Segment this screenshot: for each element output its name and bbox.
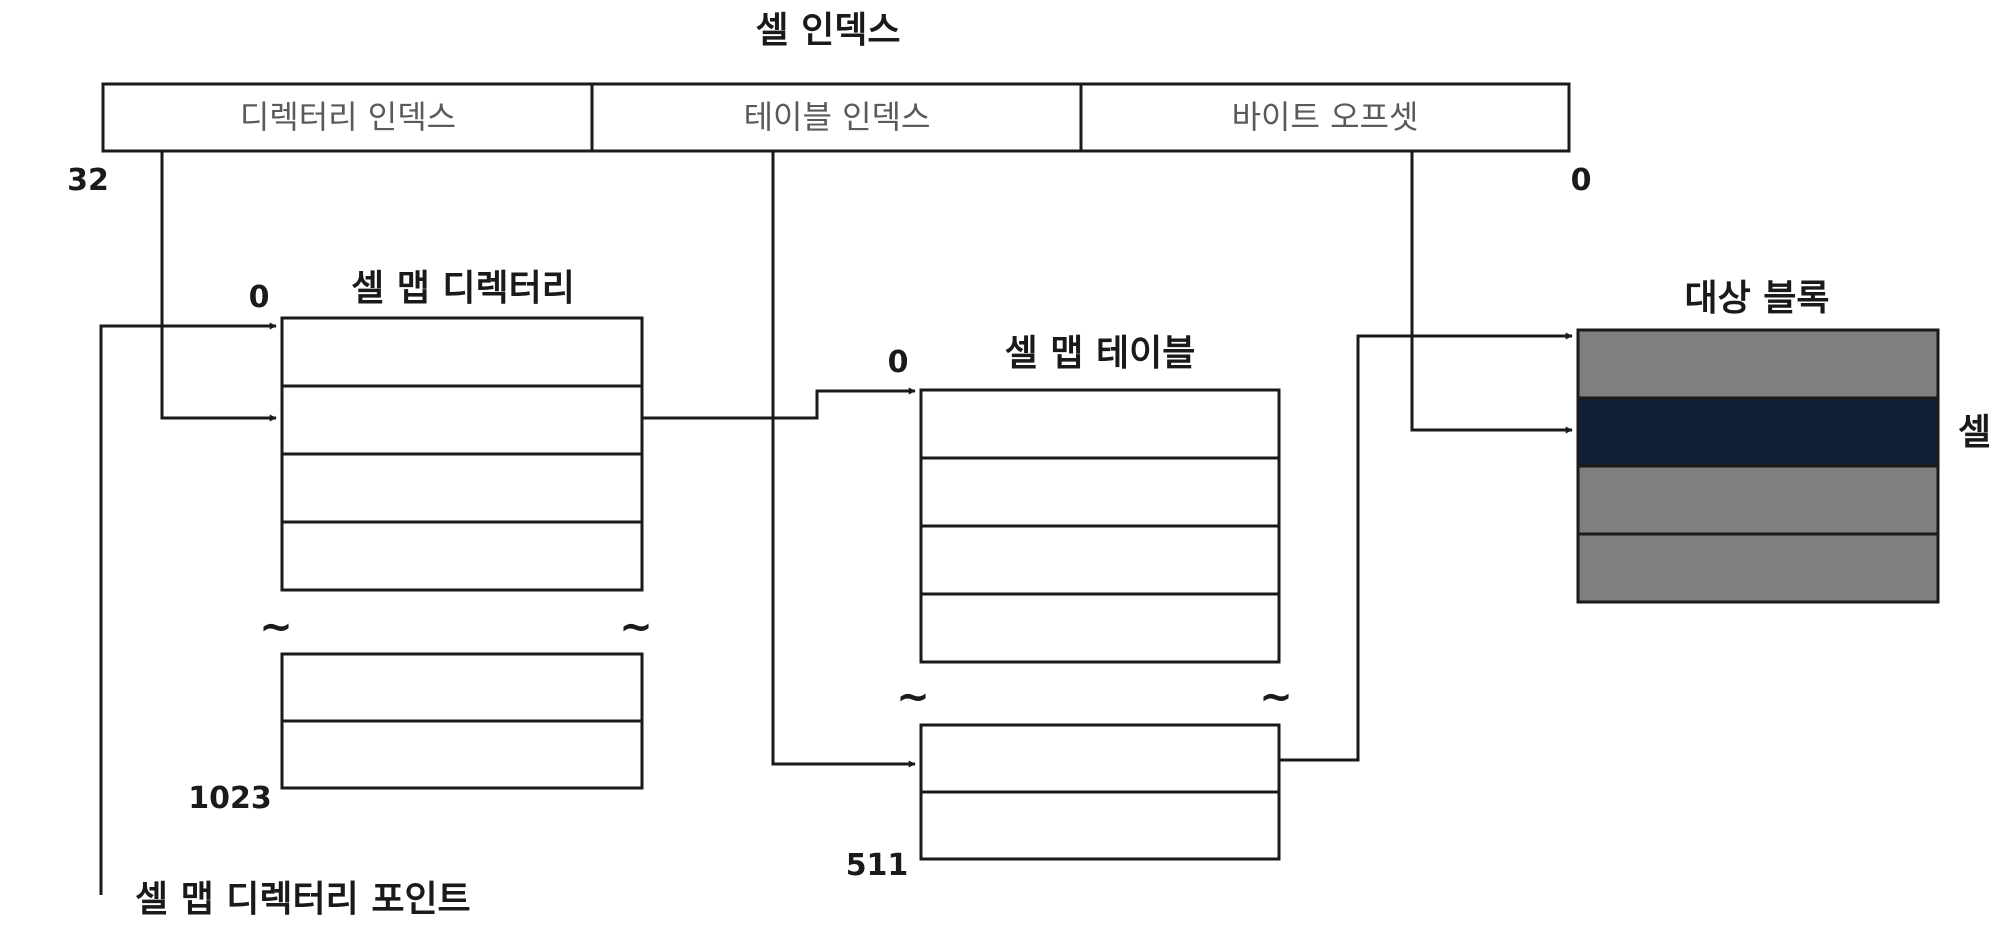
directory-upper-block bbox=[280, 316, 644, 592]
cell-index-bar-frame bbox=[101, 82, 1571, 153]
table-last-index: 511 bbox=[846, 848, 909, 883]
directory-to-table-arrow bbox=[642, 387, 916, 420]
field-table-index: 테이블 인덱스 bbox=[744, 98, 931, 136]
field-directory-index: 디렉터리 인덱스 bbox=[240, 98, 456, 136]
table-to-block-arrow bbox=[1279, 332, 1573, 762]
target-cell bbox=[1576, 396, 1940, 468]
cell-label: 셀 bbox=[1958, 412, 1991, 453]
block-title: 대상 블록 bbox=[1684, 278, 1829, 319]
byte-offset-arrow bbox=[1410, 151, 1573, 434]
field-byte-offset: 바이트 오프셋 bbox=[1232, 98, 1419, 136]
table-ellipsis-right: ~ bbox=[1259, 674, 1293, 720]
directory-first-index: 0 bbox=[249, 280, 270, 315]
table-index-arrow bbox=[771, 151, 916, 768]
bit-high-label: 32 bbox=[67, 163, 109, 198]
directory-index-arrow bbox=[160, 151, 277, 422]
directory-lower-block bbox=[280, 652, 644, 790]
directory-last-index: 1023 bbox=[188, 781, 272, 816]
target-block bbox=[1576, 328, 1940, 604]
directory-title: 셀 맵 디렉터리 bbox=[351, 268, 575, 309]
table-first-index: 0 bbox=[888, 345, 909, 380]
directory-ellipsis-right: ~ bbox=[619, 604, 653, 650]
table-upper-block bbox=[919, 388, 1281, 664]
directory-ellipsis-left: ~ bbox=[259, 604, 293, 650]
cell-index-bar: 디렉터리 인덱스 테이블 인덱스 바이트 오프셋 bbox=[101, 82, 1571, 153]
table-lower-block bbox=[919, 723, 1281, 861]
directory-pointer-arrow bbox=[99, 322, 277, 895]
directory-pointer-label: 셀 맵 디렉터리 포인트 bbox=[135, 879, 471, 920]
table-title: 셀 맵 테이블 bbox=[1005, 333, 1196, 374]
bit-low-label: 0 bbox=[1571, 163, 1592, 198]
diagram-title: 셀 인덱스 bbox=[755, 10, 900, 51]
table-ellipsis-left: ~ bbox=[896, 674, 930, 720]
